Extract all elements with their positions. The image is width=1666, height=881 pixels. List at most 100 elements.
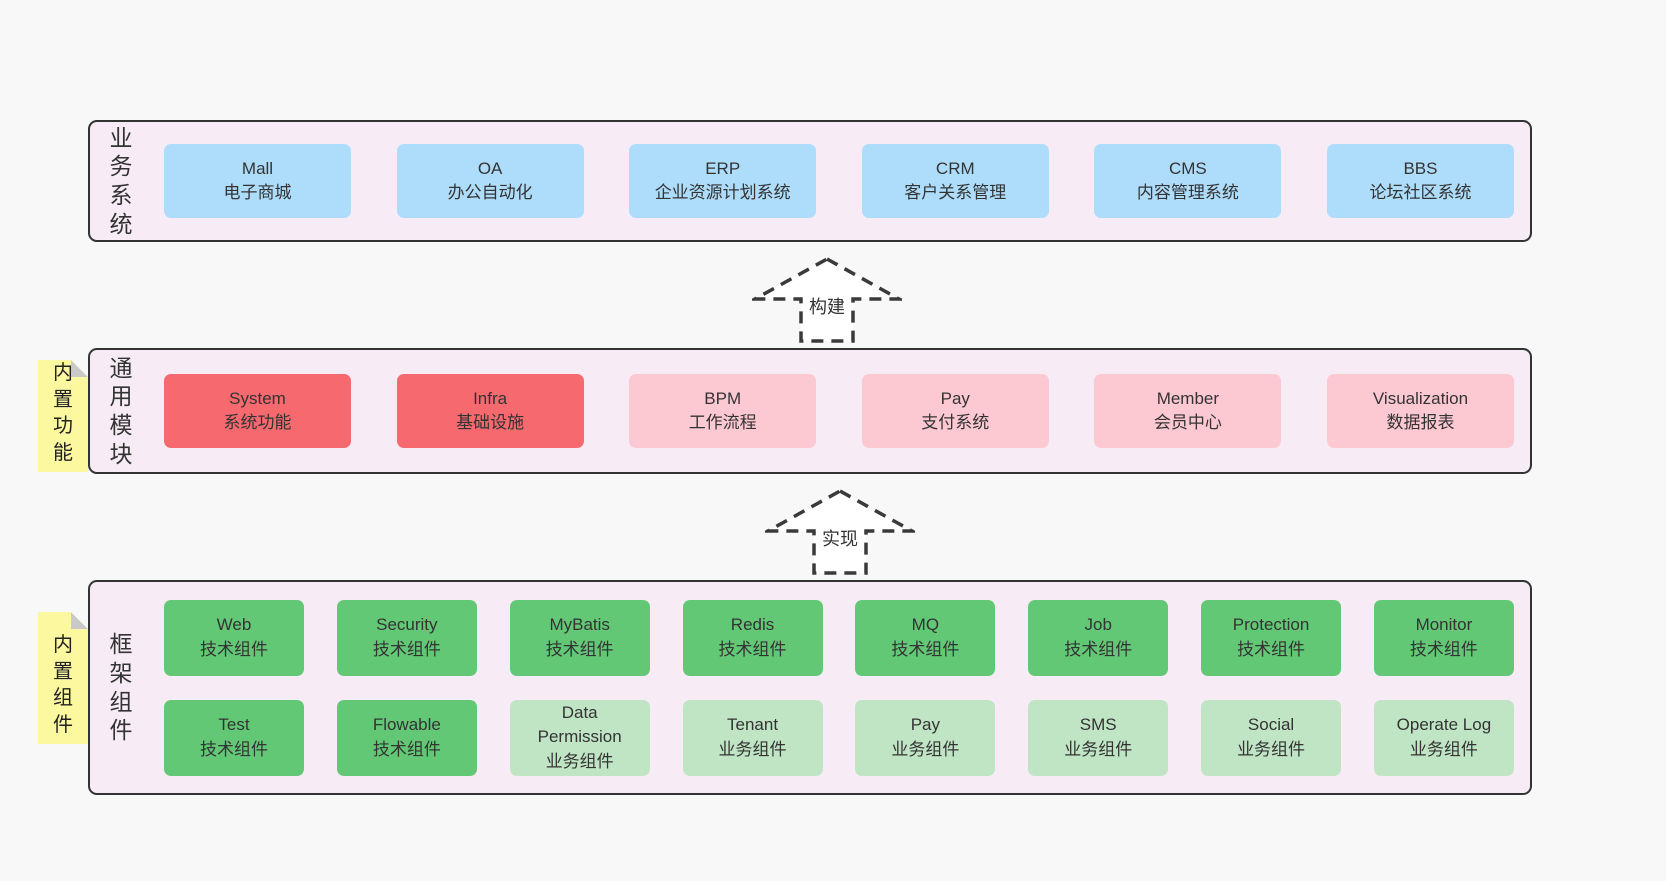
box-name: Infra <box>473 388 508 408</box>
layer-label-framework-components: 框架组件 <box>109 631 133 744</box>
box-pay-component: Pay 业务组件 <box>855 699 996 776</box>
box-name: Mall <box>241 158 274 178</box>
box-erp: ERP 企业资源计划系统 <box>629 144 817 218</box>
box-name: BBS <box>1403 158 1438 178</box>
box-desc: 技术组件 <box>891 639 960 659</box>
box-desc: 客户关系管理 <box>904 183 1007 202</box>
box-oa: OA 办公自动化 <box>396 144 584 218</box>
box-sms: SMS 业务组件 <box>1028 699 1169 776</box>
box-desc: 业务组件 <box>718 739 787 759</box>
box-visualization: Visualization 数据报表 <box>1326 374 1514 448</box>
box-desc: 论坛社区系统 <box>1369 183 1472 202</box>
box-name: CRM <box>935 158 975 178</box>
sticky-note-built-in-components: 内置组件 <box>38 612 88 744</box>
box-name: System <box>229 388 286 408</box>
layer-label-business-systems: 业务系统 <box>109 124 133 237</box>
arrow-implement: 实现 <box>765 488 915 576</box>
box-flowable: Flowable 技术组件 <box>336 699 477 776</box>
box-desc: 业务组件 <box>1237 739 1306 759</box>
box-data-permission: Data Permission 业务组件 <box>509 699 650 776</box>
box-tenant: Tenant 业务组件 <box>682 699 823 776</box>
box-desc: 技术组件 <box>200 639 268 659</box>
box-name: MyBatis <box>549 615 610 635</box>
box-pay-module: Pay 支付系统 <box>861 374 1049 448</box>
arrow-build-label: 构建 <box>806 293 848 319</box>
layer-label-common-modules: 通用模块 <box>109 354 133 467</box>
box-name: Job <box>1084 615 1112 635</box>
box-desc: 基础设施 <box>456 413 525 432</box>
box-desc: 工作流程 <box>688 413 757 432</box>
box-desc: 内容管理系统 <box>1136 183 1239 202</box>
box-desc: 系统功能 <box>223 413 292 432</box>
common-modules-boxes: System 系统功能 Infra 基础设施 BPM 工作流程 Pay 支付系统… <box>136 350 1530 472</box>
box-desc: 技术组件 <box>200 739 268 759</box>
box-name: Member <box>1156 388 1220 408</box>
arrow-build: 构建 <box>752 256 902 344</box>
box-name: Pay <box>910 715 941 735</box>
box-name: Flowable <box>372 715 441 735</box>
box-desc: 技术组件 <box>718 639 787 659</box>
box-desc: 技术组件 <box>545 639 614 659</box>
box-name: CMS <box>1168 158 1207 178</box>
box-name: Redis <box>730 615 775 635</box>
box-infra: Infra 基础设施 <box>396 374 584 448</box>
box-social: Social 业务组件 <box>1201 699 1342 776</box>
box-name: ERP <box>705 158 741 178</box>
arrow-implement-label: 实现 <box>819 525 861 551</box>
box-desc: 技术组件 <box>372 739 441 759</box>
box-member: Member 会员中心 <box>1094 374 1282 448</box>
box-bpm: BPM 工作流程 <box>629 374 817 448</box>
box-security: Security 技术组件 <box>336 599 477 676</box>
box-protection: Protection 技术组件 <box>1201 599 1342 676</box>
box-mq: MQ 技术组件 <box>855 599 996 676</box>
box-name: Social <box>1247 715 1295 735</box>
sticky-note-built-in-features: 内置功能 <box>38 360 88 472</box>
box-mall: Mall 电子商城 <box>164 144 351 218</box>
box-name: MQ <box>911 615 940 635</box>
box-desc: 支付系统 <box>921 413 990 432</box>
box-mybatis: MyBatis 技术组件 <box>509 599 650 676</box>
layer-framework-components: 框架组件 Web 技术组件 Security 技术组件 MyBatis 技术组件… <box>88 580 1532 795</box>
box-desc: 会员中心 <box>1153 413 1222 432</box>
box-name: Monitor <box>1415 615 1473 635</box>
box-name: Pay <box>940 388 970 408</box>
box-desc: 技术组件 <box>1237 639 1306 659</box>
box-cms: CMS 内容管理系统 <box>1094 144 1282 218</box>
box-job: Job 技术组件 <box>1028 599 1169 676</box>
framework-components-rows: Web 技术组件 Security 技术组件 MyBatis 技术组件 Redi… <box>136 582 1530 793</box>
box-name: Tenant <box>727 715 779 735</box>
box-desc: 业务组件 <box>1409 739 1478 759</box>
box-name: Data Permission <box>537 703 622 747</box>
sticky-note-text: 内置组件 <box>53 634 73 736</box>
box-web: Web 技术组件 <box>164 599 304 676</box>
box-name: SMS <box>1079 715 1117 735</box>
box-name: Web <box>216 615 252 635</box>
box-redis: Redis 技术组件 <box>682 599 823 676</box>
box-desc: 技术组件 <box>1409 639 1478 659</box>
business-systems-boxes: Mall 电子商城 OA 办公自动化 ERP 企业资源计划系统 CRM 客户关系… <box>136 122 1530 240</box>
box-system: System 系统功能 <box>164 374 351 448</box>
box-name: Protection <box>1232 615 1310 635</box>
box-name: Test <box>218 715 250 735</box>
sticky-note-text: 内置功能 <box>53 362 73 464</box>
box-desc: 技术组件 <box>372 639 441 659</box>
layer-business-systems: 业务系统 Mall 电子商城 OA 办公自动化 ERP 企业资源计划系统 CRM… <box>88 120 1532 242</box>
box-desc: 业务组件 <box>545 751 614 771</box>
framework-components-row-2: Test 技术组件 Flowable 技术组件 Data Permission … <box>164 699 1514 776</box>
box-name: Security <box>376 615 438 635</box>
box-desc: 业务组件 <box>891 739 960 759</box>
box-name: Operate Log <box>1396 715 1492 735</box>
box-desc: 数据报表 <box>1386 413 1455 432</box>
box-desc: 企业资源计划系统 <box>654 183 791 202</box>
box-monitor: Monitor 技术组件 <box>1373 599 1514 676</box>
box-name: Visualization <box>1372 388 1469 408</box>
box-name: BPM <box>704 388 742 408</box>
box-name: OA <box>477 158 503 178</box>
framework-components-row-1: Web 技术组件 Security 技术组件 MyBatis 技术组件 Redi… <box>164 599 1514 676</box>
box-test: Test 技术组件 <box>164 699 304 776</box>
box-bbs: BBS 论坛社区系统 <box>1326 144 1514 218</box>
box-desc: 办公自动化 <box>447 183 533 202</box>
box-desc: 业务组件 <box>1064 739 1133 759</box>
box-crm: CRM 客户关系管理 <box>861 144 1049 218</box>
box-operate-log: Operate Log 业务组件 <box>1373 699 1514 776</box>
